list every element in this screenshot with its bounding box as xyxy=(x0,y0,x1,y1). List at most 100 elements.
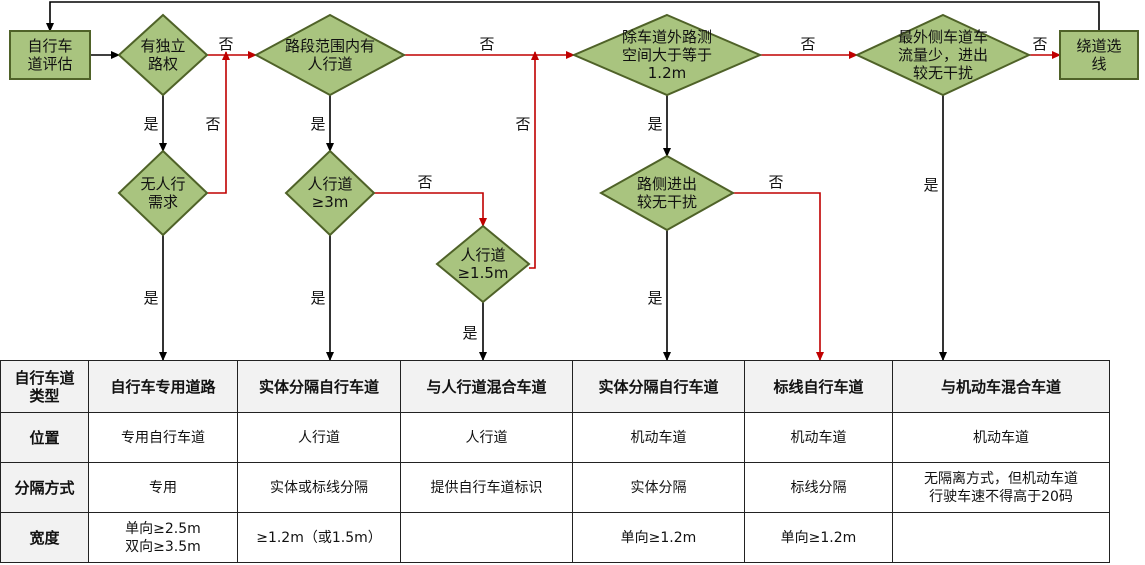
no-label: 否 xyxy=(218,35,233,53)
table-cell xyxy=(892,512,1110,563)
node-start: 自行车道评估 xyxy=(9,30,91,80)
no-label: 否 xyxy=(768,173,783,191)
yes-label: 是 xyxy=(647,289,662,307)
yes-label: 是 xyxy=(143,115,158,133)
table-row: 位置专用自行车道人行道人行道机动车道机动车道机动车道 xyxy=(0,412,1110,463)
node-label: 最外侧车道车流量少，进出较无干扰 xyxy=(898,28,988,82)
header-cell: 与人行道混合车道 xyxy=(400,360,573,413)
node-q-sidewalk-3m: 人行道≥3m xyxy=(284,149,376,237)
table-cell: ≥1.2m（或1.5m） xyxy=(237,512,401,563)
yes-label: 是 xyxy=(310,115,325,133)
no-label: 否 xyxy=(417,173,432,191)
edge-outer-lane-no: 否 xyxy=(1029,35,1061,59)
table-cell: 人行道 xyxy=(400,412,573,463)
table-cell: 机动车道 xyxy=(744,412,893,463)
no-label: 否 xyxy=(479,35,494,53)
node-q-no-ped: 无人行需求 xyxy=(117,149,209,237)
node-q-sidewalk-15m: 人行道≥1.5m xyxy=(435,224,531,304)
decision-diamond xyxy=(117,149,209,237)
row-header-cell: 分隔方式 xyxy=(0,462,89,513)
node-label: 无人行需求 xyxy=(140,175,185,211)
table-cell: 实体分隔 xyxy=(572,462,745,513)
yes-label: 是 xyxy=(647,115,662,133)
node-label: 人行道≥3m xyxy=(307,175,352,211)
table-cell: 人行道 xyxy=(237,412,401,463)
edge-line xyxy=(374,192,487,227)
table-cell: 机动车道 xyxy=(572,412,745,463)
node-label: 路侧进出较无干扰 xyxy=(637,175,697,211)
table-cell: 无隔离方式，但机动车道 行驶车速不得高于20码 xyxy=(892,462,1110,513)
yes-label: 是 xyxy=(310,289,325,307)
yes-label: 是 xyxy=(143,289,158,307)
node-q-sidewalk-range: 路段范围内有人行道 xyxy=(253,13,407,97)
table-cell: 专用 xyxy=(88,462,238,513)
no-label: 否 xyxy=(1032,35,1047,53)
table-cell: 单向≥1.2m xyxy=(744,512,893,563)
edge-line xyxy=(46,1,1100,32)
decision-diamond xyxy=(854,13,1032,97)
header-cell: 标线自行车道 xyxy=(744,360,893,413)
node-label: 路段范围内有人行道 xyxy=(285,37,375,73)
edge-line xyxy=(529,51,539,269)
node-detour: 绕道选线 xyxy=(1059,30,1139,80)
node-label: 绕道选线 xyxy=(1076,37,1121,73)
edge-sidewalk-range-yes: 是 xyxy=(310,95,334,152)
yes-label: 是 xyxy=(923,176,938,194)
table-cell: 实体或标线分隔 xyxy=(237,462,401,513)
edge-detour-loop-back xyxy=(46,1,1100,32)
edge-outer-lane-yes: 是 xyxy=(923,95,947,360)
node-box xyxy=(1059,30,1139,80)
edge-independent-yes: 是 xyxy=(143,95,167,152)
edge-space-yes: 是 xyxy=(647,95,671,157)
edge-sidewalk-3m-no: 否 xyxy=(374,173,487,227)
edge-roadside-yes: 是 xyxy=(647,230,671,360)
edge-no-ped-no: 否 xyxy=(205,51,230,194)
table-cell: 专用自行车道 xyxy=(88,412,238,463)
header-cell: 与机动车混合车道 xyxy=(892,360,1110,413)
edge-sidewalk-15m-yes: 是 xyxy=(462,302,487,360)
edge-line xyxy=(207,51,230,194)
edge-independent-no: 否 xyxy=(207,35,257,59)
decision-diamond xyxy=(284,149,376,237)
edge-sidewalk-range-no: 否 xyxy=(404,35,575,59)
node-box xyxy=(9,30,91,80)
node-label: 自行车道评估 xyxy=(27,37,72,73)
header-cell: 实体分隔自行车道 xyxy=(572,360,745,413)
table-cell: 单向≥2.5m 双向≥3.5m xyxy=(88,512,238,563)
decision-diamond xyxy=(435,224,531,304)
edge-roadside-no: 否 xyxy=(733,173,824,360)
decision-diamond xyxy=(253,13,407,97)
flowchart: 否否否否是否是是否是否是是否是是 自行车道评估有独立路权路段范围内有人行道除车道… xyxy=(9,1,1139,360)
table-cell: 机动车道 xyxy=(892,412,1110,463)
edge-sidewalk-15m-no: 否 xyxy=(515,51,539,269)
header-cell: 实体分隔自行车道 xyxy=(237,360,401,413)
edge-line xyxy=(733,192,824,360)
header-corner-cell: 自行车道 类型 xyxy=(0,360,89,413)
edge-space-no: 否 xyxy=(760,35,858,59)
row-header-cell: 宽度 xyxy=(0,512,89,563)
edge-no-ped-yes: 是 xyxy=(143,235,167,360)
node-q-outer-lane: 最外侧车道车流量少，进出较无干扰 xyxy=(854,13,1032,97)
node-label: 人行道≥1.5m xyxy=(457,246,508,282)
node-q-roadside: 路侧进出较无干扰 xyxy=(598,154,736,232)
table-cell: 单向≥1.2m xyxy=(572,512,745,563)
no-label: 否 xyxy=(800,35,815,53)
table-cell xyxy=(400,512,573,563)
no-label: 否 xyxy=(205,115,220,133)
decision-diamond xyxy=(571,13,763,97)
decision-diamond xyxy=(117,13,209,97)
table-header-row: 自行车道 类型自行车专用道路实体分隔自行车道与人行道混合车道实体分隔自行车道标线… xyxy=(0,360,1110,413)
yes-label: 是 xyxy=(462,324,477,342)
decision-diamond xyxy=(598,154,736,232)
table-row: 分隔方式专用实体或标线分隔提供自行车道标识实体分隔标线分隔无隔离方式，但机动车道… xyxy=(0,462,1110,513)
node-label: 有独立路权 xyxy=(140,37,185,73)
no-label: 否 xyxy=(515,115,530,133)
table-cell: 标线分隔 xyxy=(744,462,893,513)
header-cell: 自行车专用道路 xyxy=(88,360,238,413)
table-cell: 提供自行车道标识 xyxy=(400,462,573,513)
node-q-independent: 有独立路权 xyxy=(117,13,209,97)
bike-lane-type-table: 自行车道 类型自行车专用道路实体分隔自行车道与人行道混合车道实体分隔自行车道标线… xyxy=(0,360,1110,563)
